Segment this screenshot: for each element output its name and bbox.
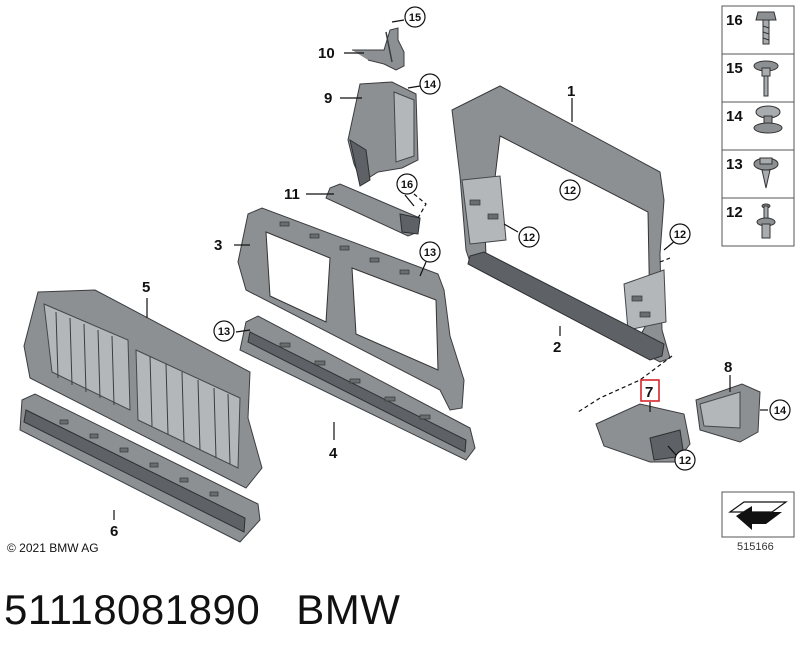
legend-item-14: 14 xyxy=(726,108,743,125)
svg-text:13: 13 xyxy=(218,326,230,338)
part-6-lower-duct xyxy=(19,393,261,543)
part-8-duct xyxy=(695,383,761,443)
copyright-notice: © 2021 BMW AG xyxy=(7,541,99,555)
expanding-rivet-icon xyxy=(756,203,776,239)
svg-text:12: 12 xyxy=(523,232,535,244)
part-4-lower-guide xyxy=(239,315,476,461)
svg-text:14: 14 xyxy=(774,405,787,417)
circled-ref-12-right: 12 xyxy=(669,223,691,245)
svg-text:14: 14 xyxy=(424,79,437,91)
svg-text:12: 12 xyxy=(564,185,576,197)
hex-bolt-icon xyxy=(753,157,779,189)
screw-icon xyxy=(753,60,779,97)
circled-ref-12-left: 12 xyxy=(518,226,540,248)
legend-item-16: 16 xyxy=(726,12,743,29)
part-2-rail xyxy=(467,251,665,361)
part-1-frame xyxy=(451,85,671,363)
callout-6: 6 xyxy=(110,523,118,540)
callout-5: 5 xyxy=(142,279,150,296)
part-3-carrier xyxy=(237,207,465,411)
circled-ref-12-bottom: 12 xyxy=(674,449,696,471)
callout-11: 11 xyxy=(284,186,300,203)
svg-text:16: 16 xyxy=(401,179,413,191)
part-9-duct xyxy=(347,81,419,187)
part-11-bracket xyxy=(325,183,421,237)
circled-ref-12-top: 12 xyxy=(559,179,581,201)
callout-3: 3 xyxy=(214,237,222,254)
part-7-duct xyxy=(595,403,691,463)
callout-4: 4 xyxy=(329,445,338,462)
callout-7-highlight-box xyxy=(640,379,660,402)
svg-text:13: 13 xyxy=(424,247,436,259)
circled-ref-14-right: 14 xyxy=(769,399,791,421)
brand-name: BMW xyxy=(296,586,401,633)
circled-ref-13-lower: 13 xyxy=(213,320,235,342)
callout-10: 10 xyxy=(318,45,335,62)
circled-ref-16: 16 xyxy=(396,173,418,195)
orientation-arrow-icon xyxy=(721,491,795,538)
svg-text:15: 15 xyxy=(409,12,421,24)
part-10-holder xyxy=(352,27,405,71)
circled-ref-15: 15 xyxy=(404,6,426,28)
callout-2: 2 xyxy=(553,339,561,356)
svg-text:12: 12 xyxy=(674,229,686,241)
legend-item-12: 12 xyxy=(726,204,743,221)
part-5-grille xyxy=(23,289,263,489)
part-number: 51118081890 xyxy=(4,586,261,633)
circled-ref-13-upper: 13 xyxy=(419,241,441,263)
legend-item-13: 13 xyxy=(726,156,743,173)
fastener-legend: 16 15 14 13 12 xyxy=(721,5,795,247)
image-reference-code: 515166 xyxy=(737,541,774,553)
svg-text:12: 12 xyxy=(679,455,691,467)
legend-item-15: 15 xyxy=(726,60,743,77)
clip-nut-icon xyxy=(753,105,783,134)
circled-ref-14-upper: 14 xyxy=(419,73,441,95)
callout-7: 7 xyxy=(645,384,653,401)
callout-9: 9 xyxy=(324,90,332,107)
bolt-icon xyxy=(755,11,777,45)
callout-8: 8 xyxy=(724,359,732,376)
part-caption: 51118081890 BMW xyxy=(4,586,400,634)
callout-1: 1 xyxy=(567,83,575,100)
